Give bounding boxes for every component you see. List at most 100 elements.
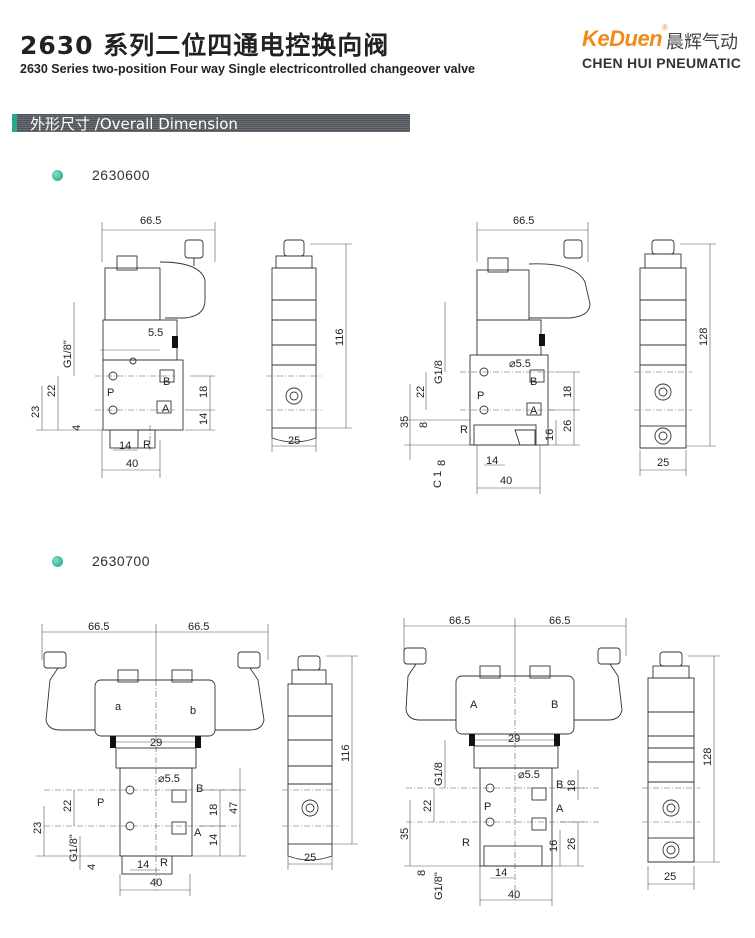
dim-hole: ⌀5.5: [158, 773, 180, 785]
dim-22: 22: [422, 800, 434, 812]
logo-brand-text: KeDuen: [582, 26, 663, 51]
dim-hole: ⌀5.5: [509, 358, 531, 370]
dim-8b: 8: [436, 460, 448, 466]
label-a: A: [470, 699, 478, 711]
dim-29: 29: [150, 737, 162, 749]
dim-35: 35: [399, 828, 411, 840]
dim-4: 4: [86, 864, 98, 870]
dim-thread-bot: G1/8": [433, 872, 445, 900]
port-p: P: [477, 390, 484, 402]
dim-thread: G1/8: [433, 360, 445, 384]
dim-8: 8: [416, 870, 428, 876]
page-title-cn: 2630 系列二位四通电控换向阀: [20, 31, 390, 60]
dim-22: 22: [46, 385, 58, 397]
dim-14b: 14: [119, 440, 131, 452]
dim-40: 40: [508, 889, 520, 901]
drawing-4-side-view: 128 25: [634, 239, 716, 476]
dim-hole: ⌀5.5: [518, 769, 540, 781]
section-header-bar: [12, 114, 410, 132]
dim-26: 26: [566, 838, 578, 850]
drawing-7-front-view: 66.5 66.5 A B 29 ⌀5.5 B A P R G1/8 22: [399, 615, 627, 906]
port-b: B: [556, 779, 563, 791]
port-a: A: [162, 403, 170, 415]
dim-height: 116: [340, 744, 352, 762]
model-bullet-icon: [52, 556, 63, 567]
port-r: R: [462, 837, 470, 849]
section-accent: [12, 114, 17, 132]
dim-26: 26: [562, 420, 574, 432]
dim-35: 35: [399, 416, 411, 428]
port-a: A: [194, 827, 202, 839]
port-b: B: [163, 376, 170, 388]
dim-width-left: 66.5: [449, 615, 470, 627]
port-b: B: [530, 376, 537, 388]
dim-18: 18: [208, 804, 220, 816]
dim-14b: 14: [495, 867, 507, 879]
drawing-3-front-view: 66.5 ⌀5.5 B A P R G1/8 22 35 8 8 C 1: [399, 215, 591, 494]
page-title-en: 2630 Series two-position Four way Single…: [20, 62, 476, 76]
dim-width: 25: [304, 852, 316, 864]
dim-width: 25: [657, 457, 669, 469]
dim-22: 22: [62, 800, 74, 812]
dim-thread: G1/8": [68, 834, 80, 862]
dim-14b: 14: [486, 455, 498, 467]
dim-4: 4: [71, 425, 83, 431]
drawing-5-front-view: 66.5 66.5 a b 29 ⌀5.5 B A P R 22 23: [32, 621, 269, 896]
dim-18: 18: [562, 386, 574, 398]
model-bullet-icon: [52, 170, 63, 181]
port-p: P: [97, 797, 104, 809]
dim-40: 40: [150, 877, 162, 889]
logo-en-text: CHEN HUI PNEUMATIC: [582, 55, 742, 71]
port-r: R: [160, 857, 168, 869]
dim-height: 116: [334, 328, 346, 346]
logo-cn-text: 晨辉气动: [666, 32, 738, 53]
port-r: R: [460, 424, 468, 436]
dim-height: 128: [702, 748, 714, 766]
dim-width: 25: [288, 435, 300, 447]
dim-width: 66.5: [513, 215, 534, 227]
dim-width: 25: [664, 871, 676, 883]
logo-registered-mark: ®: [662, 23, 668, 32]
dim-14: 14: [198, 413, 210, 425]
model-label-2: 2630700: [92, 553, 151, 569]
dim-14: 14: [208, 834, 220, 846]
dim-40: 40: [126, 458, 138, 470]
dim-16: 16: [548, 840, 560, 852]
dim-width-right: 66.5: [549, 615, 570, 627]
port-r: R: [143, 439, 151, 451]
label-b: B: [551, 699, 558, 711]
dim-hole: 5.5: [148, 327, 163, 339]
dim-23: 23: [32, 822, 44, 834]
port-b: B: [196, 783, 203, 795]
label-b: b: [190, 705, 196, 717]
dim-23: 23: [30, 406, 42, 418]
dim-thread-top: G1/8: [433, 762, 445, 786]
dim-width: 66.5: [140, 215, 161, 227]
dim-29: 29: [508, 733, 520, 745]
dim-22: 22: [415, 386, 427, 398]
drawing-8-side-view: 128 25: [642, 651, 720, 890]
dim-width-left: 66.5: [88, 621, 109, 633]
dim-16: 16: [544, 429, 556, 441]
dim-47: 47: [228, 802, 240, 814]
label-a: a: [115, 701, 122, 713]
port-a: A: [556, 803, 564, 815]
drawing-1-front-view: 66.5 5.5 B A P R G1/8" 22 23 4: [30, 215, 216, 478]
dim-height: 128: [698, 328, 710, 346]
dim-18: 18: [198, 386, 210, 398]
dim-width-right: 66.5: [188, 621, 209, 633]
dim-40: 40: [500, 475, 512, 487]
port-a: A: [530, 405, 538, 417]
port-p: P: [484, 801, 491, 813]
drawing-2-side-view: 116 25: [266, 239, 352, 452]
dim-18: 18: [566, 780, 578, 792]
drawing-6-side-view: 116 25: [282, 655, 358, 870]
port-p: P: [107, 387, 114, 399]
section-title: 外形尺寸 /Overall Dimension: [30, 115, 238, 133]
dim-8a: 8: [418, 422, 430, 428]
dim-thread: G1/8": [62, 340, 74, 368]
dim-c1: C 1: [432, 471, 444, 488]
model-label-1: 2630600: [92, 167, 151, 183]
dim-14b: 14: [137, 859, 149, 871]
